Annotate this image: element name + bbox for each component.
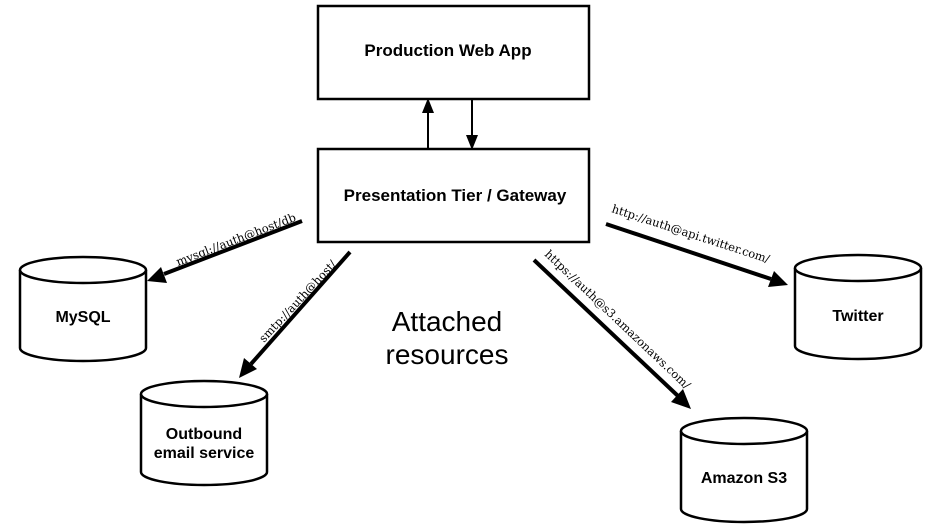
mysql-connection-arrow bbox=[163, 219, 303, 276]
gateway-node: Presentation Tier / Gateway bbox=[316, 147, 591, 244]
amazon-s3-node: Amazon S3 bbox=[679, 416, 809, 524]
gateway-box bbox=[316, 147, 591, 244]
gateway-to-web-app-arrowhead bbox=[422, 98, 434, 113]
smtp-connection-arrow bbox=[249, 250, 352, 366]
caption-line2: resources bbox=[386, 339, 509, 370]
caption: Attached resources bbox=[386, 306, 509, 370]
twitter-node: Twitter bbox=[793, 253, 923, 361]
mysql-cylinder-body bbox=[18, 270, 148, 363]
gateway-label: Presentation Tier / Gateway bbox=[344, 186, 567, 205]
s3-label: Amazon S3 bbox=[701, 470, 787, 487]
mysql-connection-label: mysql://auth@host/db bbox=[174, 210, 298, 269]
caption-line1: Attached bbox=[392, 306, 503, 337]
smtp-connection: smtp://auth@host/ bbox=[239, 250, 352, 378]
smtp-connection-label: smtp://auth@host/ bbox=[256, 257, 339, 345]
email-label-line2: email service bbox=[154, 445, 255, 462]
web-app-to-gateway-arrowhead bbox=[466, 135, 478, 150]
production-web-app-node: Production Web App bbox=[316, 4, 591, 101]
mysql-connection-arrowhead bbox=[147, 267, 167, 283]
email-cylinder-body bbox=[139, 394, 269, 487]
twitter-connection-arrow bbox=[605, 222, 772, 281]
twitter-label: Twitter bbox=[832, 308, 883, 325]
email-service-node: Outbound email service bbox=[139, 379, 269, 487]
s3-connection: https://auth@s3.amazonaws.com/ bbox=[532, 247, 694, 409]
mysql-label: MySQL bbox=[55, 309, 110, 326]
s3-connection-arrowhead bbox=[671, 389, 691, 409]
email-label-line1: Outbound bbox=[166, 426, 242, 443]
smtp-connection-arrowhead bbox=[239, 358, 257, 378]
twitter-cylinder-body bbox=[793, 268, 923, 361]
web-app-gateway-arrows bbox=[422, 98, 478, 150]
production-web-app-box bbox=[316, 4, 591, 101]
s3-connection-arrow bbox=[532, 258, 680, 398]
twitter-cylinder-top bbox=[793, 253, 923, 283]
twitter-connection-arrowhead bbox=[768, 271, 788, 287]
s3-cylinder-top bbox=[679, 416, 809, 446]
mysql-node: MySQL bbox=[18, 255, 148, 363]
mysql-cylinder-top bbox=[18, 255, 148, 285]
mysql-connection: mysql://auth@host/db bbox=[147, 210, 303, 283]
production-web-app-label: Production Web App bbox=[364, 41, 531, 60]
s3-connection-label: https://auth@s3.amazonaws.com/ bbox=[542, 247, 694, 392]
s3-cylinder-body bbox=[679, 431, 809, 524]
twitter-connection: http://auth@api.twitter.com/ bbox=[605, 202, 788, 287]
email-cylinder-top bbox=[139, 379, 269, 409]
